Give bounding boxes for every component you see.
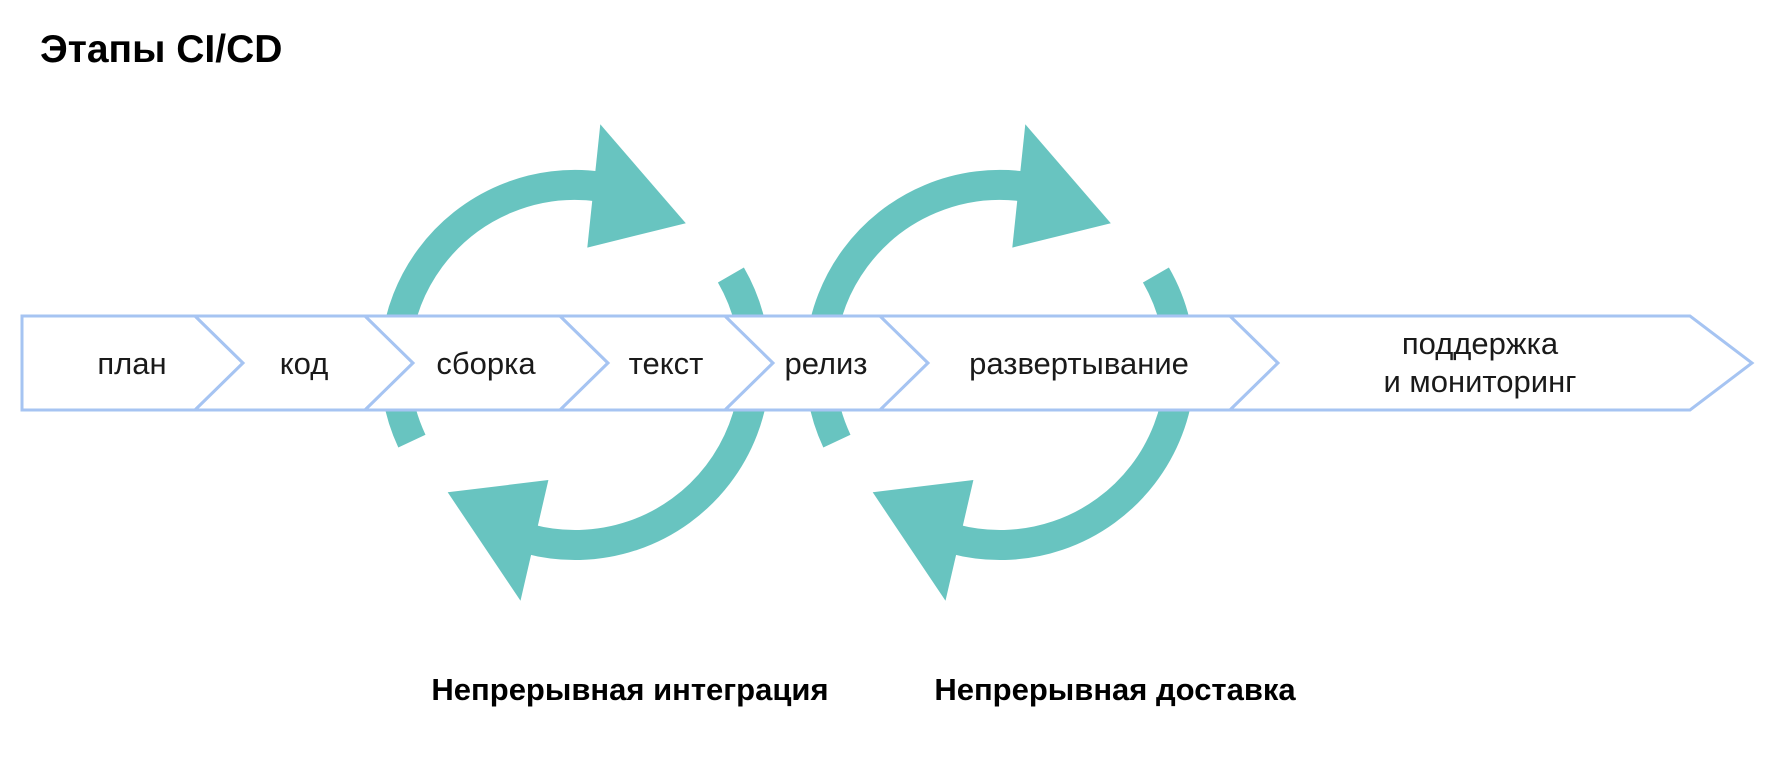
stage-label-plan: план	[97, 346, 166, 381]
stage-label-build: сборка	[436, 346, 536, 381]
ci-loop-arrowhead-top-icon	[587, 124, 686, 248]
stage-label-support-line2: и мониторинг	[1384, 364, 1577, 399]
cd-loop-label: Непрерывная доставка	[934, 672, 1296, 707]
page-title: Этапы CI/CD	[40, 28, 282, 71]
cd-loop-arrowhead-bottom-icon	[872, 480, 974, 601]
cd-loop-arrowhead-top-icon	[1012, 124, 1111, 248]
stage-label-test: текст	[629, 346, 704, 381]
stage-label-code: код	[280, 346, 329, 381]
pipeline-band: план код сборка текст релиз развертывани…	[20, 314, 1755, 412]
ci-loop-label: Непрерывная интеграция	[431, 672, 828, 707]
stage-label-release: релиз	[784, 346, 867, 381]
stage-label-deploy: развертывание	[969, 346, 1189, 381]
ci-loop-arrowhead-bottom-icon	[447, 480, 549, 601]
stage-label-support-line1: поддержка	[1402, 326, 1559, 361]
stage-chevron-support	[1226, 314, 1755, 412]
